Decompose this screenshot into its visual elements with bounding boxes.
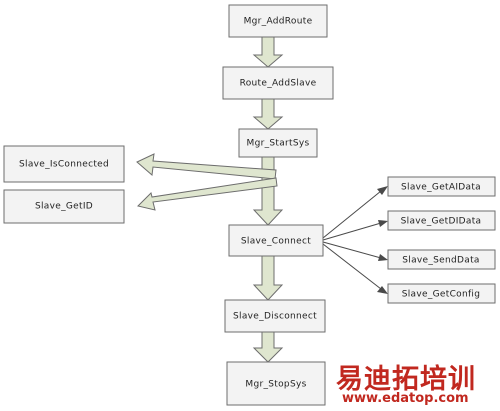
node-label: Slave_GetConfig (402, 290, 481, 300)
watermark-url: www.edatop.com (342, 391, 469, 406)
node-label: Slave_SendData (402, 256, 479, 266)
arrow-addslave-to-startsys (252, 98, 284, 130)
node-slave-connect: Slave_Connect (228, 224, 324, 257)
node-label: Mgr_StartSys (247, 139, 310, 149)
node-slave-isconnected: Slave_IsConnected (3, 145, 125, 183)
arrowhead-getconfig (377, 286, 388, 294)
node-label: Mgr_StopSys (245, 380, 306, 390)
watermark-logo-text: 易迪拓培训 (336, 364, 476, 395)
node-slave-getconfig: Slave_GetConfig (387, 283, 496, 304)
node-label: Slave_GetID (35, 202, 93, 212)
arrow-addroute-to-addslave (252, 36, 284, 68)
node-mgr-stopsys: Mgr_StopSys (226, 361, 326, 406)
node-slave-getdidata: Slave_GetDIData (387, 210, 496, 231)
arrowhead-getdidata (378, 220, 388, 227)
node-slave-disconnect: Slave_Disconnect (224, 299, 326, 333)
node-slave-getid: Slave_GetID (3, 189, 125, 224)
arrow-connect-to-getdidata (322, 222, 382, 241)
arrow-connect-to-senddata (322, 241, 382, 259)
arrow-disconnect-to-stopsys (252, 331, 284, 363)
node-mgr-startsys: Mgr_StartSys (238, 128, 318, 158)
arrow-startsys-to-getid (137, 177, 278, 211)
node-label: Route_AddSlave (240, 79, 317, 89)
node-label: Mgr_AddRoute (244, 17, 313, 27)
node-mgr-addroute: Mgr_AddRoute (228, 4, 328, 38)
thin-arrows (322, 186, 388, 294)
node-route-addslave: Route_AddSlave (222, 66, 334, 100)
arrow-startsys-to-connect (252, 156, 284, 226)
node-slave-senddata: Slave_SendData (387, 249, 496, 270)
arrow-startsys-to-isconnected (136, 153, 277, 180)
node-label: Slave_IsConnected (19, 160, 109, 170)
node-label: Slave_Connect (241, 237, 311, 247)
arrow-connect-to-disconnect (252, 255, 284, 301)
arrowhead-getaidata (377, 186, 388, 195)
node-label: Slave_Disconnect (233, 312, 317, 322)
arrow-connect-to-getconfig (322, 243, 382, 290)
node-label: Slave_GetAIData (401, 183, 481, 193)
arrow-connect-to-getaidata (322, 190, 382, 239)
arrowhead-senddata (378, 254, 388, 261)
node-label: Slave_GetDIData (401, 217, 482, 227)
node-slave-getaidata: Slave_GetAIData (387, 176, 496, 197)
